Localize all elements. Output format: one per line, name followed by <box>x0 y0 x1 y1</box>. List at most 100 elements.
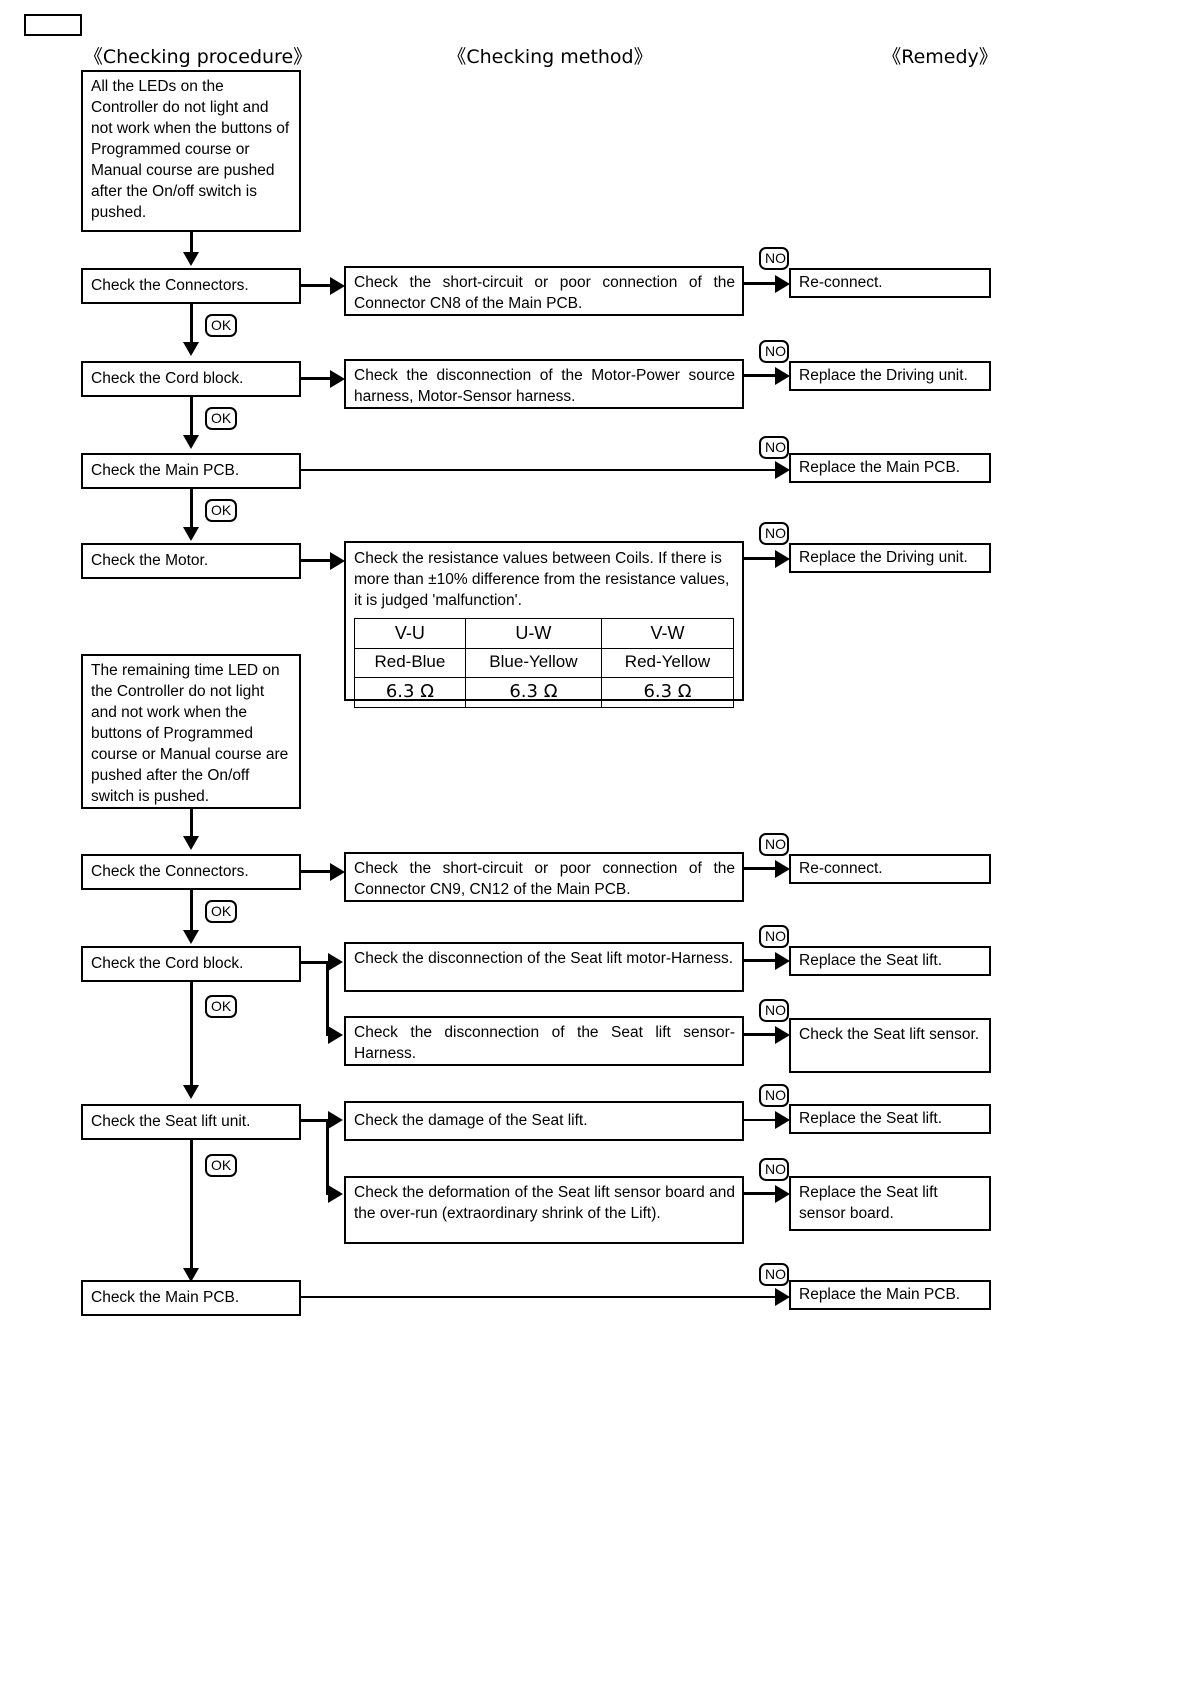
table-row-colors: Red-Blue Blue-Yellow Red-Yellow <box>354 648 735 678</box>
ok-badge-s2-1: OK <box>205 900 237 923</box>
connector-line <box>190 890 193 932</box>
ok-badge-s1-3: OK <box>205 499 237 522</box>
arrow-down-icon <box>183 1085 199 1099</box>
remedy-box-s2-3b: Replace the Seat lift sensor board. <box>789 1176 991 1231</box>
ok-badge-s2-3: OK <box>205 1154 237 1177</box>
table-cell-ohm-1: 6.3 Ω <box>354 676 466 709</box>
arrow-right-icon <box>775 860 790 878</box>
procedure-box-s1-4: Check the Motor. <box>81 543 301 579</box>
arrow-right-icon <box>775 1111 790 1129</box>
method-text-s1-4: Check the resistance values between Coil… <box>354 550 730 609</box>
connector-line <box>301 1119 329 1122</box>
no-badge-s2-4: NO <box>759 1263 789 1286</box>
arrow-right-icon <box>330 863 345 881</box>
table-cell-ohm-3: 6.3 Ω <box>600 676 735 709</box>
connector-line <box>301 469 777 471</box>
connector-line <box>744 959 778 962</box>
method-box-s2-1: Check the short-circuit or poor connecti… <box>344 852 744 902</box>
method-box-s1-1: Check the short-circuit or poor connecti… <box>344 266 744 316</box>
ok-badge-s1-2: OK <box>205 407 237 430</box>
arrow-right-icon <box>775 1185 790 1203</box>
no-badge-s1-2: NO <box>759 340 789 363</box>
arrow-right-icon <box>775 275 790 293</box>
connector-line <box>744 557 778 560</box>
connector-line <box>744 1033 778 1036</box>
arrow-right-icon <box>775 952 790 970</box>
arrow-down-icon <box>183 1268 199 1282</box>
connector-line <box>301 559 333 562</box>
ok-badge-s2-2: OK <box>205 995 237 1018</box>
arrow-down-icon <box>183 930 199 944</box>
remedy-box-s2-2b: Check the Seat lift sensor. <box>789 1018 991 1073</box>
no-badge-s1-4: NO <box>759 522 789 545</box>
connector-line <box>301 1296 777 1298</box>
arrow-down-icon <box>183 836 199 850</box>
arrow-down-icon <box>183 252 199 266</box>
arrow-down-icon <box>183 527 199 541</box>
method-box-s1-4: Check the resistance values between Coil… <box>344 541 744 709</box>
remedy-box-s2-3a: Replace the Seat lift. <box>789 1104 991 1134</box>
table-cell-ohm-2: 6.3 Ω <box>464 676 602 709</box>
connector-line <box>301 870 333 873</box>
no-badge-s2-2b: NO <box>759 999 789 1022</box>
procedure-box-s2-1: Check the Connectors. <box>81 854 301 890</box>
symptom-box-1: All the LEDs on the Controller do not li… <box>81 70 301 232</box>
procedure-box-s1-1: Check the Connectors. <box>81 268 301 304</box>
method-box-s2-2a: Check the disconnection of the Seat lift… <box>344 942 744 992</box>
arrow-down-icon <box>183 435 199 449</box>
no-badge-s1-1: NO <box>759 247 789 270</box>
no-badge-s2-3a: NO <box>759 1084 789 1107</box>
remedy-box-s1-1: Re-connect. <box>789 268 991 298</box>
procedure-box-s2-3: Check the Seat lift unit. <box>81 1104 301 1140</box>
remedy-box-s1-3: Replace the Main PCB. <box>789 453 991 483</box>
connector-line <box>744 1119 778 1121</box>
arrow-right-icon <box>775 461 790 479</box>
arrow-right-icon <box>775 550 790 568</box>
connector-line <box>190 809 193 839</box>
connector-line <box>744 1192 778 1195</box>
symptom-box-2: The remaining time LED on the Controller… <box>81 654 301 809</box>
connector-line <box>190 1140 193 1272</box>
no-badge-s2-2a: NO <box>759 925 789 948</box>
column-header-checking-procedure: 《Checking procedure》 <box>83 46 313 68</box>
ok-badge-s1-1: OK <box>205 314 237 337</box>
table-cell-blueyellow: Blue-Yellow <box>464 648 602 678</box>
arrow-right-icon <box>330 277 345 295</box>
connector-line <box>190 982 193 1086</box>
arrow-right-icon <box>328 1026 343 1044</box>
table-cell-vw: V-W <box>600 617 735 650</box>
table-cell-redblue: Red-Blue <box>354 648 466 678</box>
resistance-table: V-U U-W V-W Red-Blue Blue-Yellow Red-Yel… <box>354 617 735 709</box>
connector-line <box>301 377 333 380</box>
arrow-right-icon <box>328 1111 343 1129</box>
table-cell-redyellow: Red-Yellow <box>600 648 735 678</box>
table-row-header: V-U U-W V-W <box>354 617 735 650</box>
arrow-right-icon <box>775 1026 790 1044</box>
remedy-box-s1-2: Replace the Driving unit. <box>789 361 991 391</box>
procedure-box-s2-4: Check the Main PCB. <box>81 1280 301 1316</box>
corner-tag <box>24 14 82 36</box>
no-badge-s2-1: NO <box>759 833 789 856</box>
arrow-right-icon <box>330 370 345 388</box>
arrow-down-icon <box>183 342 199 356</box>
table-cell-uw: U-W <box>464 617 602 650</box>
no-badge-s2-3b: NO <box>759 1158 789 1181</box>
remedy-box-s2-2a: Replace the Seat lift. <box>789 946 991 976</box>
no-badge-s1-3: NO <box>759 436 789 459</box>
remedy-box-s2-1: Re-connect. <box>789 854 991 884</box>
connector-line <box>301 284 333 287</box>
procedure-box-s2-2: Check the Cord block. <box>81 946 301 982</box>
method-box-s1-2: Check the disconnection of the Motor-Pow… <box>344 359 744 409</box>
arrow-right-icon <box>328 1185 343 1203</box>
method-box-s2-2b: Check the disconnection of the Seat lift… <box>344 1016 744 1066</box>
connector-line <box>744 867 778 870</box>
connector-line <box>190 397 193 437</box>
connector-line <box>190 304 193 344</box>
remedy-box-s1-4: Replace the Driving unit. <box>789 543 991 573</box>
arrow-right-icon <box>330 552 345 570</box>
table-row-values: 6.3 Ω 6.3 Ω 6.3 Ω <box>354 676 735 709</box>
column-header-checking-method: 《Checking method》 <box>447 46 653 68</box>
table-cell-vu: V-U <box>354 617 466 650</box>
remedy-box-s2-4: Replace the Main PCB. <box>789 1280 991 1310</box>
